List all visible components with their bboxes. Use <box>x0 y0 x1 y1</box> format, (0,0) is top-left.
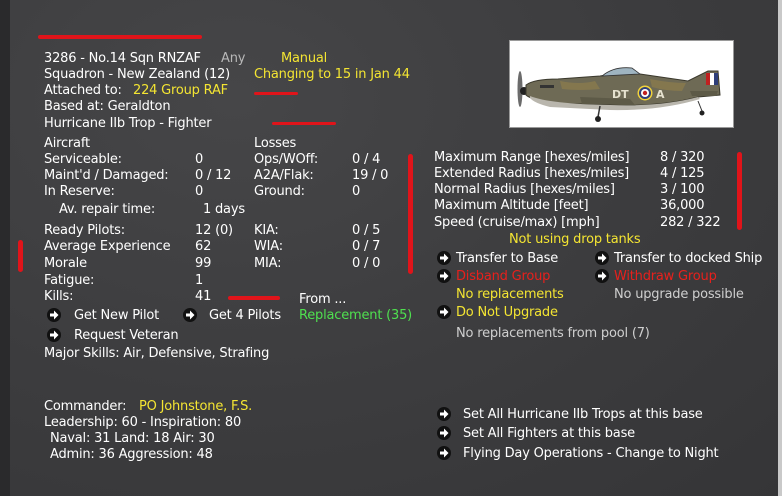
fatigue-label: Fatigue: <box>44 273 95 288</box>
a2a-label: A2A/Flak: <box>254 168 314 183</box>
flying-operations-button[interactable]: Flying Day Operations - Change to Night <box>463 446 719 461</box>
ready-pilots-label: Ready Pilots: <box>44 223 125 238</box>
max-altitude-label: Maximum Altitude [feet] <box>434 198 589 213</box>
aircraft-header: Aircraft <box>44 136 90 151</box>
max-range-label: Maximum Range [hexes/miles] <box>434 150 630 165</box>
flying-ops-arrow-icon[interactable] <box>436 445 452 461</box>
serviceable-value: 0 <box>195 152 204 167</box>
repair-label: Av. repair time: <box>59 202 155 217</box>
request-veteran-button[interactable]: Request Veteran <box>74 328 179 343</box>
commander-skills: Naval: 31 Land: 18 Air: 30 <box>50 431 215 446</box>
wia-label: WIA: <box>254 239 283 254</box>
mia-value: 0 / 0 <box>352 256 381 271</box>
a2a-value: 19 / 0 <box>352 168 389 183</box>
annotation-mark-kills <box>228 296 280 300</box>
get-4-pilots-button[interactable]: Get 4 Pilots <box>209 308 281 323</box>
mia-label: MIA: <box>254 256 282 271</box>
extended-radius-label: Extended Radius [hexes/miles] <box>434 166 630 181</box>
commander-label: Commander: <box>44 399 127 414</box>
unit-any-label: Any <box>221 51 246 66</box>
do-not-upgrade-button[interactable]: Do Not Upgrade <box>456 305 558 320</box>
get-new-pilot-arrow-icon[interactable] <box>46 307 62 323</box>
morale-label: Morale <box>44 256 87 271</box>
losses-header: Losses <box>254 136 297 151</box>
plane-code-letters: DT <box>612 88 629 101</box>
squadron-change-note: Changing to 15 in Jan 44 <box>254 67 410 82</box>
kia-label: KIA: <box>254 223 279 238</box>
maintd-label: Maint'd / Damaged: <box>44 168 169 183</box>
morale-value: 99 <box>195 256 212 271</box>
serviceable-label: Serviceable: <box>44 152 122 167</box>
request-veteran-arrow-icon[interactable] <box>46 327 62 343</box>
set-all-fighters-arrow-icon[interactable] <box>436 425 452 441</box>
maintd-value: 0 / 12 <box>195 168 232 183</box>
disband-arrow-icon[interactable] <box>436 268 452 284</box>
based-at-link[interactable]: Based at: Geraldton <box>44 99 171 114</box>
withdraw-group-button[interactable]: Withdraw Group <box>614 269 717 284</box>
transfer-ship-arrow-icon[interactable] <box>594 250 610 266</box>
ready-pilots-value: 12 (0) <box>195 223 233 238</box>
repair-value: 1 days <box>203 202 245 217</box>
speed-value: 282 / 322 <box>660 215 721 230</box>
no-replacements-pool-label: No replacements from pool (7) <box>456 326 650 341</box>
replacement-source-link[interactable]: Replacement (35) <box>299 308 413 323</box>
attached-hq-link[interactable]: 224 Group RAF <box>133 83 228 98</box>
withdraw-arrow-icon[interactable] <box>594 268 610 284</box>
annotation-mark-range <box>737 152 742 230</box>
wia-value: 0 / 7 <box>352 239 381 254</box>
normal-radius-label: Normal Radius [hexes/miles] <box>434 182 615 197</box>
get-4-pilots-arrow-icon[interactable] <box>182 307 198 323</box>
ops-label: Ops/WOff: <box>254 152 318 167</box>
reserve-value: 0 <box>195 184 204 199</box>
aircraft-image: DT A <box>509 40 734 128</box>
mode-manual-toggle[interactable]: Manual <box>281 51 328 66</box>
ground-label: Ground: <box>254 184 305 199</box>
no-upgrade-possible-label: No upgrade possible <box>614 287 744 302</box>
disband-group-button[interactable]: Disband Group <box>456 269 551 284</box>
annotation-mark-attached <box>254 92 298 95</box>
unit-id-name: 3286 - No.14 Sqn RNZAF <box>44 51 201 66</box>
do-not-upgrade-arrow-icon[interactable] <box>436 304 452 320</box>
get-new-pilot-button[interactable]: Get New Pilot <box>74 308 160 323</box>
commander-admin: Admin: 36 Aggression: 48 <box>50 447 213 462</box>
speed-label: Speed (cruise/max) [mph] <box>434 215 600 230</box>
transfer-to-base-button[interactable]: Transfer to Base <box>456 251 559 266</box>
transfer-to-ship-button[interactable]: Transfer to docked Ship <box>614 251 763 266</box>
set-all-fighters-button[interactable]: Set All Fighters at this base <box>463 426 635 441</box>
max-altitude-value: 36,000 <box>660 198 705 213</box>
kills-value: 41 <box>195 289 212 304</box>
reserve-label: In Reserve: <box>44 184 115 199</box>
set-all-type-arrow-icon[interactable] <box>436 406 452 422</box>
from-label: From ... <box>299 292 347 307</box>
experience-label: Average Experience <box>44 239 171 254</box>
annotation-mark-left <box>18 240 23 272</box>
ground-value: 0 <box>352 184 361 199</box>
attached-label: Attached to: <box>44 83 122 98</box>
experience-value: 62 <box>195 239 212 254</box>
annotation-mark-top <box>38 35 202 39</box>
transfer-base-arrow-icon[interactable] <box>436 250 452 266</box>
max-range-value: 8 / 320 <box>660 150 705 165</box>
squadron-label: Squadron - New Zealand (12) <box>44 67 231 82</box>
kia-value: 0 / 5 <box>352 223 381 238</box>
commander-leadership: Leadership: 60 - Inspiration: 80 <box>44 415 242 430</box>
kills-label: Kills: <box>44 289 74 304</box>
plane-code-letter2: A <box>656 88 665 101</box>
no-replacements-label: No replacements <box>456 287 564 302</box>
annotation-mark-losses <box>408 154 413 274</box>
fatigue-value: 1 <box>195 273 204 288</box>
left-border <box>0 0 10 496</box>
ops-value: 0 / 4 <box>352 152 381 167</box>
right-scroll-edge <box>778 0 782 496</box>
major-skills: Major Skills: Air, Defensive, Strafing <box>44 346 270 361</box>
annotation-mark-aircraft <box>272 122 336 125</box>
commander-name-link[interactable]: PO Johnstone, F.S. <box>139 399 253 414</box>
normal-radius-value: 3 / 100 <box>660 182 705 197</box>
drop-tanks-toggle[interactable]: Not using drop tanks <box>509 232 641 247</box>
aircraft-type-link[interactable]: Hurricane IIb Trop - Fighter <box>44 116 212 131</box>
extended-radius-value: 4 / 125 <box>660 166 705 181</box>
set-all-type-button[interactable]: Set All Hurricane IIb Trops at this base <box>463 407 703 422</box>
